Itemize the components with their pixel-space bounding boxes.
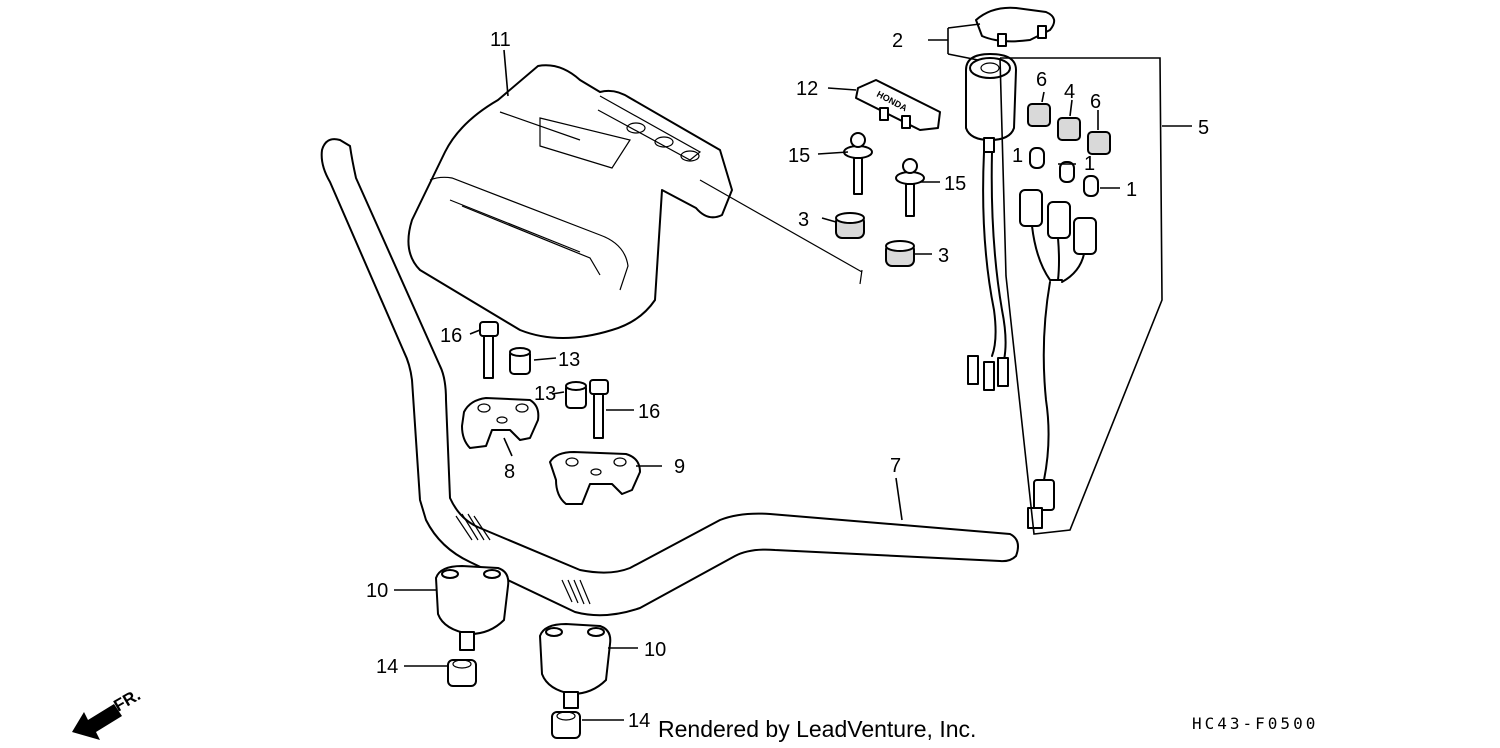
front-direction-arrow: FR. (72, 685, 144, 740)
drawing-code: HC43-F0500 (1192, 714, 1319, 733)
ignition-switch (965, 6, 1056, 391)
callout-labels: 11 2 12 15 15 3 3 6 4 6 1 1 1 5 7 16 13 … (366, 29, 1209, 732)
collar-13-upper (509, 347, 531, 375)
bolt-16-left (479, 321, 499, 379)
callout-6-left: 6 (1036, 69, 1047, 91)
bolt-15-left (843, 132, 873, 195)
lower-holder-10-right (539, 623, 612, 709)
callout-1-c: 1 (1126, 179, 1137, 201)
callout-4: 4 (1064, 81, 1075, 103)
upper-holder-8 (461, 397, 540, 449)
credit-text: Rendered by LeadVenture, Inc. (658, 716, 977, 742)
upper-holder-9 (549, 451, 641, 505)
callout-14-left: 14 (376, 656, 398, 678)
bolt-16-right (589, 379, 609, 439)
callout-7: 7 (890, 455, 901, 477)
callout-11: 11 (490, 29, 511, 51)
grommet-3-left (835, 212, 865, 239)
callout-10-left: 10 (366, 580, 388, 602)
collar-13-lower (565, 381, 587, 409)
callout-6-right: 6 (1090, 91, 1101, 113)
callout-10-right: 10 (644, 639, 666, 661)
leader-lines (394, 23, 1120, 721)
callout-16-left: 16 (440, 325, 462, 347)
honda-emblem: HONDA (855, 79, 941, 131)
grommet-3-right (885, 240, 915, 267)
callout-8: 8 (504, 461, 515, 483)
callout-12: 12 (796, 78, 818, 100)
handlebar (320, 138, 1019, 617)
callout-1-b: 1 (1084, 153, 1095, 175)
nut-14-left (447, 659, 477, 687)
callout-15-left: 15 (788, 145, 810, 167)
indicator-harness (1019, 103, 1111, 529)
callout-14-right: 14 (628, 710, 650, 732)
callout-13-upper: 13 (558, 349, 580, 371)
callout-3-right: 3 (938, 245, 949, 267)
callout-1-a: 1 (1012, 145, 1023, 167)
callout-2: 2 (892, 30, 903, 52)
callout-16-right: 16 (638, 401, 660, 423)
nut-14-right (551, 711, 581, 739)
bolt-15-right (895, 158, 925, 217)
callout-5: 5 (1198, 117, 1209, 139)
callout-13-lower: 13 (534, 383, 556, 405)
lower-holder-10-left (435, 565, 510, 651)
callout-3-left: 3 (798, 209, 809, 231)
handlebar-cover (407, 64, 733, 339)
callout-9: 9 (674, 456, 685, 478)
callout-15-right: 15 (944, 173, 966, 195)
